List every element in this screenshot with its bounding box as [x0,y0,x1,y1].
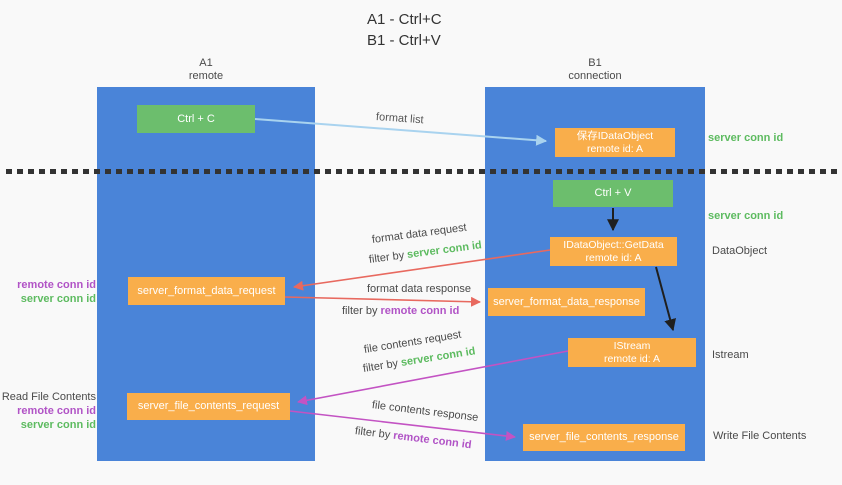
filter-by-text: filter by [342,305,378,317]
read-file-contents-label: Read File Contents [1,391,96,403]
node-server-file-contents-request-label: server_file_contents_request [137,400,280,412]
file-contents-response-arrow [289,410,516,441]
node-server-file-contents-request: server_file_contents_request [127,393,290,420]
left-conn-id-group-file: Read File Contents remote conn id server… [0,390,96,432]
getdata-to-istream-arrow [655,266,676,332]
remote-conn-id-label: remote conn id [17,279,96,291]
column-b-name: B1 [588,57,602,69]
node-ctrl-c: Ctrl + C [137,105,255,133]
diagram-title: A1 - Ctrl+C B1 - Ctrl+V [367,9,442,51]
node-server-file-contents-response-label: server_file_contents_response [529,431,679,443]
node-idataobject-getdata-title: IDataObject::GetData [563,239,664,251]
column-a-name: A1 [199,57,213,69]
column-b-role: connection [568,70,622,82]
node-save-idataobject: 保存IDataObject remote id: A [555,128,675,157]
write-file-contents-label: Write File Contents [713,430,807,442]
node-server-format-data-response-label: server_format_data_response [493,295,640,308]
title-line-1: A1 - Ctrl+C [367,11,442,28]
left-conn-id-group-format: remote conn id server conn id [0,278,96,306]
node-server-format-data-request: server_format_data_request [128,277,285,305]
session-divider-dotted-line [6,169,838,174]
server-conn-id-label-top: server conn id [708,132,784,144]
remote-conn-id-label: remote conn id [17,405,96,417]
title-line-2: B1 - Ctrl+V [367,32,441,49]
node-istream: IStream remote id: A [568,338,696,367]
server-conn-id-label: server conn id [20,419,96,431]
node-server-file-contents-response: server_file_contents_response [523,424,685,451]
format-data-response-label: format data response [367,283,471,295]
node-ctrl-v: Ctrl + V [553,180,673,207]
istream-label: Istream [712,349,749,361]
node-server-format-data-response: server_format_data_response [488,288,645,316]
node-save-idataobject-remote-id: remote id: A [586,142,644,155]
format-data-request-arrow [293,249,551,291]
remote-conn-id-text: remote conn id [380,305,460,317]
node-idataobject-getdata-remote-id: remote id: A [585,251,642,264]
server-conn-id-label-mid: server conn id [708,210,784,222]
node-istream-remote-id: remote id: A [603,352,661,365]
server-conn-id-label: server conn id [20,293,96,305]
node-ctrl-v-label: Ctrl + V [594,187,632,199]
node-idataobject-getdata: IDataObject::GetData remote id: A [550,237,677,266]
node-ctrl-c-label: Ctrl + C [177,112,215,125]
column-a-role: remote [188,70,224,82]
dataobject-label: DataObject [712,245,768,257]
column-b-header: B1 connection [535,57,655,83]
node-server-format-data-request-label: server_format_data_request [137,284,276,297]
node-save-idataobject-title: 保存IDataObject [576,130,654,142]
node-istream-title: IStream [613,340,651,352]
format-data-response-arrow [284,296,481,307]
file-contents-request-arrow [297,350,569,406]
format-list-arrow [254,118,548,146]
column-a-header: A1 remote [146,57,266,83]
